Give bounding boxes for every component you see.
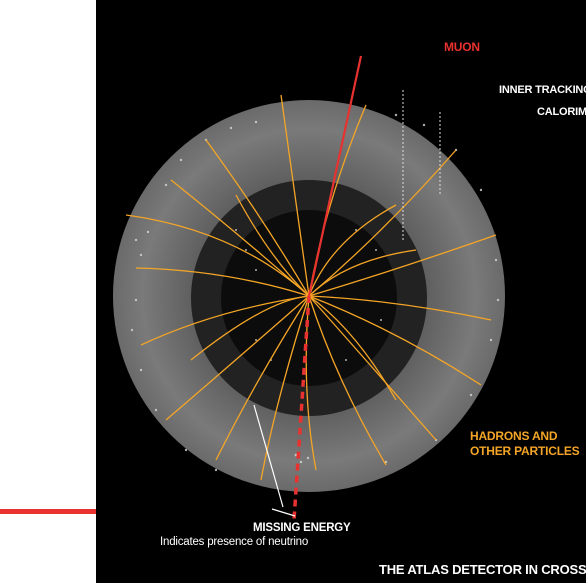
caption: THE ATLAS DETECTOR IN CROSS SECTION: [379, 562, 586, 577]
hadrons-label: HADRONS AND OTHER PARTICLES: [470, 429, 580, 459]
inner-tracking-label: INNER TRACKING SYSTEM: [499, 84, 586, 96]
muon-label: MUON: [444, 40, 480, 54]
muon-track: [307, 55, 363, 297]
neutrino-note: Indicates presence of neutrino: [160, 536, 309, 548]
calorimeter-label: CALORIMETER: [537, 106, 586, 118]
hadrons-label-line2: OTHER PARTICLES: [470, 444, 580, 458]
missing-energy-track: [292, 295, 311, 521]
missing-energy-bracket: [271, 508, 296, 517]
missing-energy-label: MISSING ENERGY: [253, 522, 351, 534]
detector-cross-section: [113, 55, 505, 521]
missing-energy-leader: [253, 404, 284, 508]
accent-bar: [0, 509, 135, 514]
detector-panel: MUON INNER TRACKING SYSTEM CALORIMETER H…: [96, 0, 586, 583]
hadron-tracks: [125, 94, 497, 481]
hadrons-label-line1: HADRONS AND: [470, 429, 558, 443]
